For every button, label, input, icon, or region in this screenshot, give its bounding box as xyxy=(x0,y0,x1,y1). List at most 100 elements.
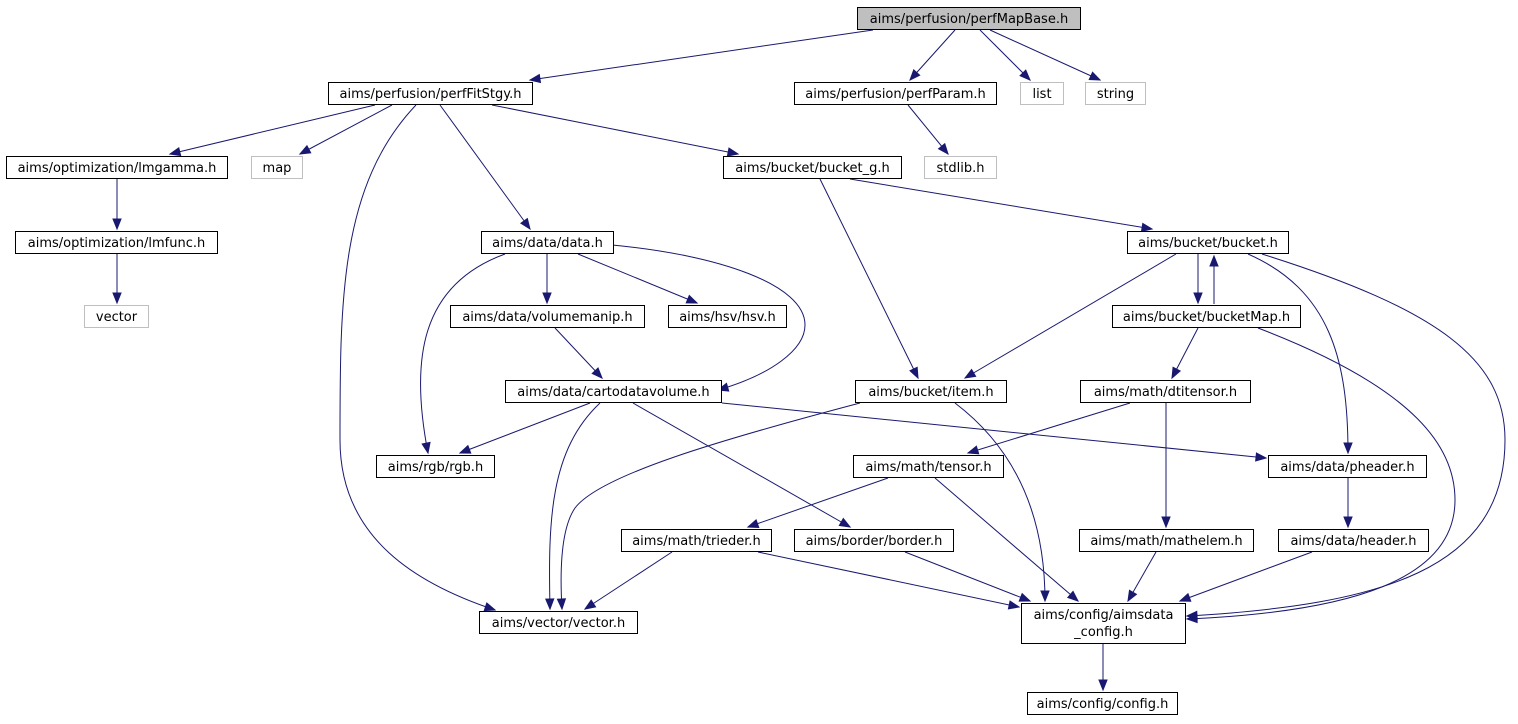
node-label: aims/bucket/item.h xyxy=(868,385,993,400)
node-label: aims/optimization/lmgamma.h xyxy=(18,161,217,176)
node-box xyxy=(6,156,228,179)
edge-line xyxy=(632,402,851,528)
node-box xyxy=(794,82,997,105)
edge-bucketMap-to-aimsdata_config xyxy=(1185,327,1456,624)
node-config[interactable]: aims/config/config.h xyxy=(1027,692,1178,715)
arrowhead xyxy=(1127,589,1138,603)
edge-line xyxy=(954,402,1046,602)
node-box xyxy=(376,455,495,478)
node-perfMapBase[interactable]: aims/perfusion/perfMapBase.h xyxy=(857,7,1081,30)
node-stdlib: stdlib.h xyxy=(924,156,997,179)
node-rgb[interactable]: aims/rgb/rgb.h xyxy=(376,455,495,478)
node-box xyxy=(1027,692,1178,715)
edge-line xyxy=(1179,551,1313,602)
node-list: list xyxy=(1020,82,1064,105)
node-label: list xyxy=(1032,87,1051,102)
edge-line xyxy=(491,104,739,155)
edge-dtitensor-to-mathelem xyxy=(1161,403,1171,529)
edge-line xyxy=(577,253,698,304)
node-trieder[interactable]: aims/math/trieder.h xyxy=(621,529,772,552)
arrowhead xyxy=(937,142,949,156)
node-label: aims/rgb/rgb.h xyxy=(388,460,483,475)
node-label: aims/data/cartodatavolume.h xyxy=(517,385,709,400)
node-border[interactable]: aims/border/border.h xyxy=(794,529,954,552)
edge-line xyxy=(420,253,506,454)
node-cartodatavolume[interactable]: aims/data/cartodatavolume.h xyxy=(505,380,722,403)
node-tensor[interactable]: aims/math/tensor.h xyxy=(853,455,1004,478)
node-label: aims/border/border.h xyxy=(806,534,943,549)
arrowhead xyxy=(1018,592,1032,602)
node-label: aims/perfusion/perfMapBase.h xyxy=(870,12,1068,27)
node-hsv[interactable]: aims/hsv/hsv.h xyxy=(668,305,787,328)
edge-line xyxy=(611,244,806,391)
node-label: map xyxy=(263,161,292,176)
arrowhead xyxy=(528,73,542,84)
node-mathelem[interactable]: aims/math/mathelem.h xyxy=(1079,529,1254,552)
node-label: aims/optimization/lmfunc.h xyxy=(28,236,206,251)
arrowhead xyxy=(168,146,182,157)
edge-perfFitStgy-to-lmgamma xyxy=(168,104,376,157)
node-bucket[interactable]: aims/bucket/bucket.h xyxy=(1127,231,1289,254)
arrowhead xyxy=(726,147,740,157)
node-data[interactable]: aims/data/data.h xyxy=(481,231,614,254)
arrowhead xyxy=(421,441,431,455)
edge-perfParam-to-stdlib xyxy=(907,104,949,156)
node-perfParam[interactable]: aims/perfusion/perfParam.h xyxy=(794,82,997,105)
arrowhead xyxy=(1255,452,1268,462)
node-pheader[interactable]: aims/data/pheader.h xyxy=(1268,455,1427,478)
edge-line xyxy=(934,477,1079,602)
edge-aimsdata_config-to-config xyxy=(1098,644,1108,692)
arrowhead xyxy=(591,367,603,379)
arrowhead xyxy=(1140,222,1154,232)
node-box xyxy=(15,231,218,254)
arrowhead xyxy=(519,217,531,231)
edge-line xyxy=(1186,327,1456,620)
edge-cartodatavolume-to-pheader xyxy=(721,402,1268,462)
edge-perfFitStgy-to-vector_h xyxy=(339,104,497,612)
arrowhead xyxy=(542,292,552,305)
arrowhead xyxy=(1209,254,1219,267)
edge-dtitensor-to-tensor xyxy=(966,402,1131,455)
edge-tensor-to-aimsdata_config xyxy=(934,477,1080,602)
edge-line xyxy=(1186,253,1506,617)
arrowhead xyxy=(112,292,122,305)
edge-trieder-to-aimsdata_config xyxy=(757,551,1021,610)
node-vector_h[interactable]: aims/vector/vector.h xyxy=(479,611,638,634)
edges-layer xyxy=(112,29,1506,692)
edge-trieder-to-vector_h xyxy=(583,551,673,610)
node-box xyxy=(328,82,533,105)
edge-tensor-to-trieder xyxy=(746,477,889,529)
arrowhead xyxy=(112,218,122,231)
node-label: aims/math/dtitensor.h xyxy=(1094,385,1237,400)
node-volumemanip[interactable]: aims/data/volumemanip.h xyxy=(450,305,645,328)
node-lmgamma[interactable]: aims/optimization/lmgamma.h xyxy=(6,156,228,179)
node-box xyxy=(84,305,149,328)
node-box xyxy=(1020,82,1064,105)
edge-data-to-hsv xyxy=(577,253,699,304)
edge-line xyxy=(967,402,1131,454)
nodes-layer: aims/perfusion/perfMapBase.h aims/perfusi… xyxy=(6,7,1429,715)
node-item[interactable]: aims/bucket/item.h xyxy=(855,380,1007,403)
arrowhead xyxy=(1040,590,1050,603)
edge-bucket-to-pheader xyxy=(1247,253,1353,455)
edge-bucket-to-bucketMap xyxy=(1193,254,1203,305)
node-label: aims/data/pheader.h xyxy=(1280,460,1414,475)
node-label: aims/config/aimsdata xyxy=(1034,608,1174,623)
node-header[interactable]: aims/data/header.h xyxy=(1278,529,1429,552)
node-lmfunc[interactable]: aims/optimization/lmfunc.h xyxy=(15,231,218,254)
node-box xyxy=(1021,603,1186,644)
edge-perfMapBase-to-string xyxy=(989,29,1102,81)
node-box xyxy=(621,529,772,552)
edge-perfFitStgy-to-bucket_g xyxy=(491,104,740,157)
node-string: string xyxy=(1085,82,1146,105)
node-bucketMap[interactable]: aims/bucket/bucketMap.h xyxy=(1112,305,1301,328)
node-bucket_g[interactable]: aims/bucket/bucket_g.h xyxy=(723,156,902,179)
node-dtitensor[interactable]: aims/math/dtitensor.h xyxy=(1080,380,1251,403)
node-perfFitStgy[interactable]: aims/perfusion/perfFitStgy.h xyxy=(328,82,533,105)
edge-line xyxy=(757,551,1020,608)
edge-line xyxy=(339,104,496,611)
arrowhead xyxy=(1178,592,1192,602)
node-aimsdata_config[interactable]: aims/config/aimsdata_config.h xyxy=(1021,603,1186,644)
arrowhead xyxy=(1066,590,1080,602)
